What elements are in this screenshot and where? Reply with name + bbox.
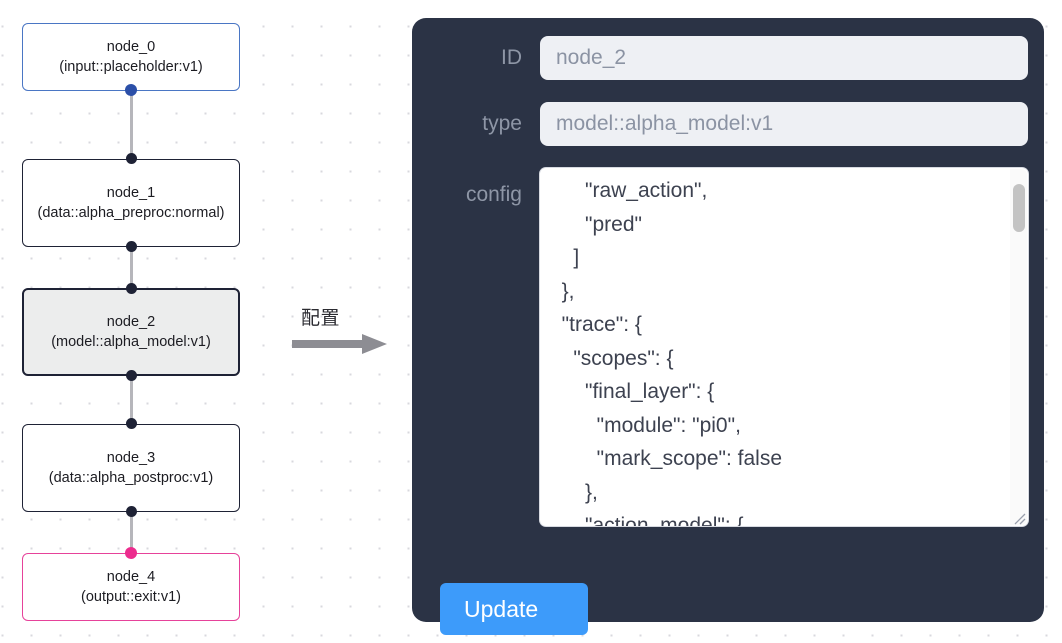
node-port-node_3-out[interactable] [126,506,137,517]
field-row-config: config [428,168,1028,526]
graph-node-id: node_1 [106,185,156,201]
graph-node-node_1[interactable]: node_1 (data::alpha_preproc:normal) [22,159,240,247]
graph-node-type: (data::alpha_postproc:v1) [48,470,214,486]
type-input[interactable] [540,102,1028,146]
config-scrollbar[interactable] [1010,169,1027,525]
config-textarea[interactable] [540,168,1028,526]
graph-node-type: (model::alpha_model:v1) [51,334,211,350]
config-textarea-wrap [540,168,1028,526]
flow-arrow-icon [292,334,387,354]
update-button[interactable]: Update [440,583,588,635]
graph-node-id: node_3 [106,450,156,466]
type-field-label: type [482,112,522,135]
edge-node0-node1 [130,89,133,159]
graph-node-node_2[interactable]: node_2 (model::alpha_model:v1) [22,288,240,376]
node-graph-canvas[interactable]: node_0 (input::placeholder:v1) node_1 (d… [0,0,400,643]
edge-node3-node4 [130,511,133,548]
node-port-node_2-in[interactable] [126,283,137,294]
graph-node-type: (input::placeholder:v1) [59,59,203,75]
config-scrollbar-thumb[interactable] [1013,184,1025,232]
graph-node-id: node_2 [106,314,156,330]
edge-node1-node2 [130,246,133,293]
field-row-id: ID [428,36,1028,80]
node-port-node_1-out[interactable] [126,241,137,252]
node-port-node_0-out[interactable] [125,84,137,96]
node-port-node_1-in[interactable] [126,153,137,164]
resize-handle-icon[interactable] [1010,509,1026,525]
graph-node-node_3[interactable]: node_3 (data::alpha_postproc:v1) [22,424,240,512]
id-input[interactable] [540,36,1028,80]
graph-node-type: (output::exit:v1) [81,589,181,605]
node-config-panel: ID type config Update [412,18,1044,635]
node-port-node_3-in[interactable] [126,418,137,429]
graph-node-id: node_4 [106,569,156,585]
graph-node-node_0[interactable]: node_0 (input::placeholder:v1) [22,23,240,91]
node-port-node_4-in[interactable] [125,547,137,559]
graph-node-id: node_0 [106,39,156,55]
field-row-type: type [428,102,1028,146]
graph-node-node_4[interactable]: node_4 (output::exit:v1) [22,553,240,621]
flow-arrow-label: 配置 [301,308,341,329]
node-port-node_2-out[interactable] [126,370,137,381]
config-field-label: config [465,183,522,206]
graph-node-type: (data::alpha_preproc:normal) [37,205,225,221]
id-field-label: ID [501,46,522,69]
edge-node2-node3 [130,374,133,420]
